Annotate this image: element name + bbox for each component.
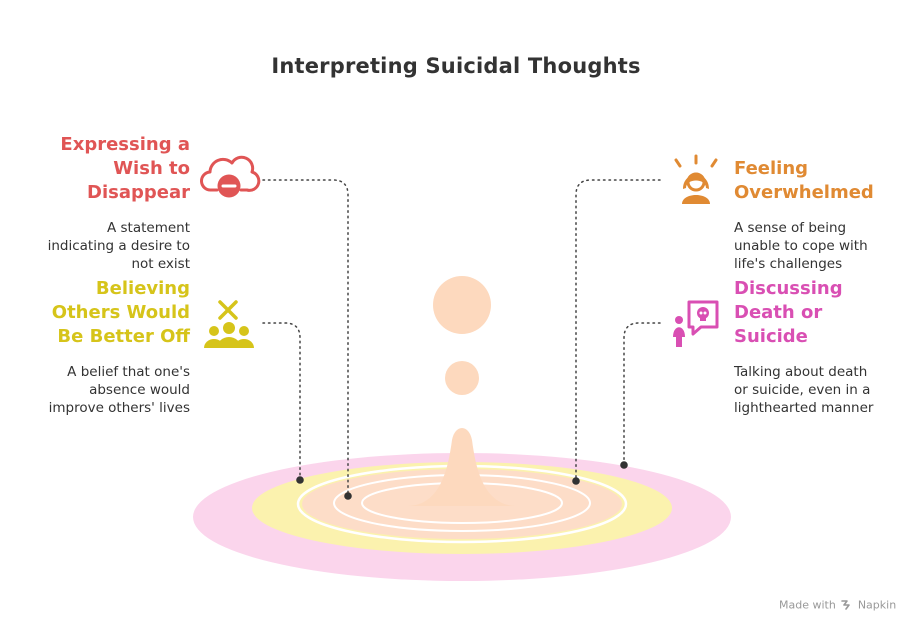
heading-line: Be Better Off <box>57 326 190 347</box>
heading-line: Suicide <box>734 326 808 347</box>
diagram-title: Interpreting Suicidal Thoughts <box>271 54 641 78</box>
person-skull-speech-icon <box>673 300 719 347</box>
description-line: A sense of being <box>734 220 847 236</box>
connector-line <box>575 179 661 482</box>
description-line: Talking about death <box>734 364 868 380</box>
connector-dot <box>620 461 628 469</box>
description-line: improve others' lives <box>48 400 190 416</box>
heading-line: Wish to <box>113 158 190 179</box>
connector-line <box>262 179 349 497</box>
droplet-large <box>433 276 491 334</box>
item-description-death: Talking about death or suicide, even in … <box>734 363 873 417</box>
cloud-minus-icon <box>200 155 261 198</box>
description-line: A belief that one's <box>67 364 190 380</box>
description-line: indicating a desire to <box>47 238 190 254</box>
heading-line: Believing <box>95 278 190 299</box>
connector-line <box>262 322 301 481</box>
heading-line: Expressing a <box>60 134 190 155</box>
description-line: not exist <box>131 256 190 272</box>
description-line: or suicide, even in a <box>734 382 871 398</box>
description-line: lighthearted manner <box>734 400 874 416</box>
heading-line: Others Would <box>51 302 190 323</box>
description-line: A statement <box>106 220 190 236</box>
description-line: absence would <box>89 382 190 398</box>
footer-made-with: Made with <box>779 598 836 612</box>
description-line: unable to cope with <box>734 238 868 254</box>
description-line: life's challenges <box>734 256 843 272</box>
droplet-small <box>445 361 479 395</box>
item-description-overwhelmed: A sense of being unable to cope with lif… <box>734 219 868 273</box>
item-heading-death: Discussing Death or Suicide <box>734 277 843 349</box>
connector-line <box>623 322 661 466</box>
item-description-better-off: A belief that one's absence would improv… <box>49 363 190 417</box>
heading-line: Discussing <box>734 278 843 299</box>
item-heading-overwhelmed: Feeling Overwhelmed <box>734 157 874 205</box>
item-heading-better-off: Believing Others Would Be Better Off <box>52 277 190 349</box>
group-x-icon <box>204 300 254 348</box>
connector-dot <box>344 492 352 500</box>
splash-peak <box>408 428 516 506</box>
connector-dot <box>296 476 304 484</box>
heading-line: Death or <box>734 302 823 323</box>
footer-credit: Made with Napkin <box>779 598 896 612</box>
item-description-disappear: A statement indicating a desire to not e… <box>48 219 190 273</box>
connector-dot <box>572 477 580 485</box>
stressed-person-icon <box>674 154 718 204</box>
footer-brand: Napkin <box>857 598 897 612</box>
heading-line: Disappear <box>87 182 190 203</box>
heading-line: Feeling <box>734 158 809 179</box>
heading-line: Overwhelmed <box>734 182 874 203</box>
item-heading-disappear: Expressing a Wish to Disappear <box>60 133 190 205</box>
napkin-logo-icon <box>841 600 851 610</box>
